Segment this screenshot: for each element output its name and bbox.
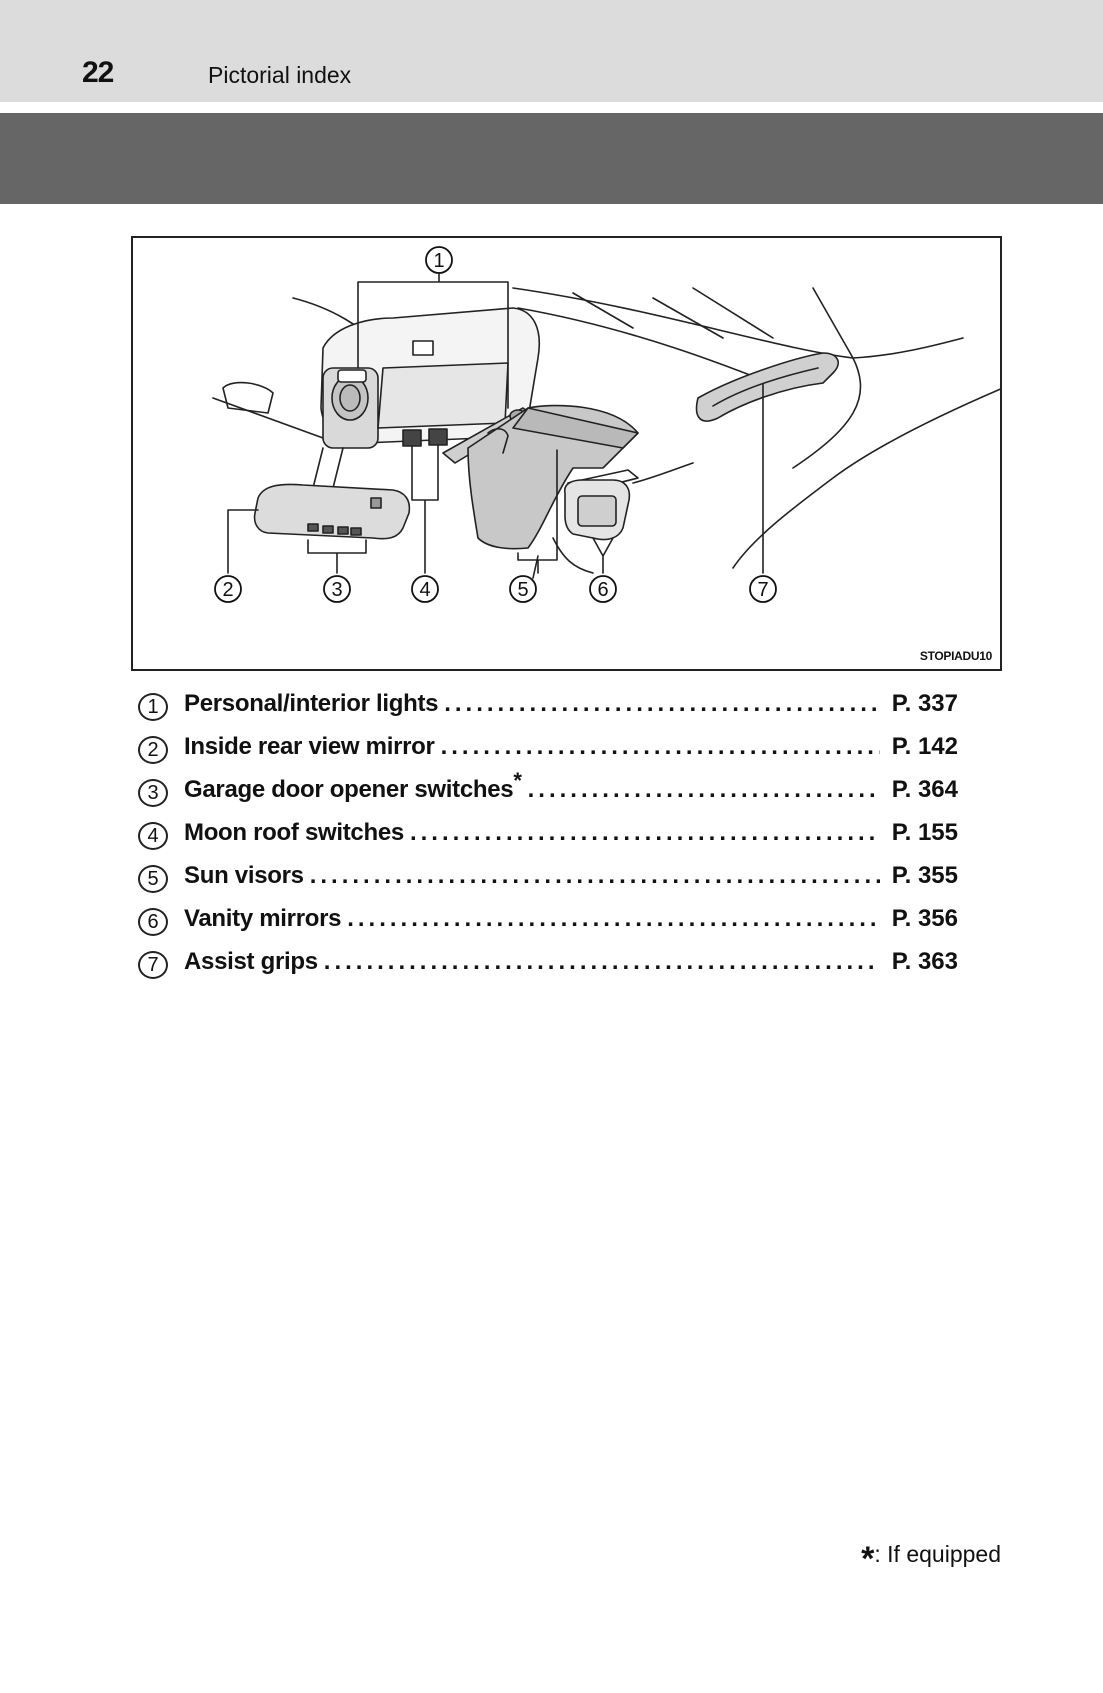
callout-6: 6 bbox=[597, 579, 608, 601]
item-label: Garage door opener switches* bbox=[184, 768, 522, 804]
item-label: Personal/interior lights bbox=[184, 690, 439, 717]
dot-leader: ........................................… bbox=[527, 776, 880, 803]
figure-code: STOPIADU10 bbox=[919, 649, 992, 663]
index-row: 2 Inside rear view mirror ..............… bbox=[138, 733, 958, 776]
page-reference[interactable]: P. 155 bbox=[891, 819, 958, 846]
index-row: 3 Garage door opener switches* .........… bbox=[138, 768, 958, 819]
callout-4: 4 bbox=[419, 579, 430, 601]
dot-leader: ........................................… bbox=[309, 862, 880, 889]
callout-3: 3 bbox=[331, 579, 342, 601]
callout-5: 5 bbox=[517, 579, 528, 601]
item-number: 6 bbox=[138, 908, 168, 936]
section-title: Pictorial index bbox=[208, 62, 352, 88]
page-reference[interactable]: P. 356 bbox=[891, 905, 958, 932]
page-reference[interactable]: P. 355 bbox=[891, 862, 958, 889]
header-band bbox=[0, 0, 1103, 102]
item-number: 4 bbox=[138, 822, 168, 850]
index-row: 4 Moon roof switches ...................… bbox=[138, 819, 958, 862]
page-reference[interactable]: P. 363 bbox=[891, 948, 958, 975]
dot-leader: ........................................… bbox=[444, 690, 880, 717]
item-label: Assist grips bbox=[184, 948, 318, 975]
item-label: Inside rear view mirror bbox=[184, 733, 435, 760]
footnote-text: : If equipped bbox=[874, 1541, 1001, 1567]
footnote-symbol: * bbox=[861, 1540, 875, 1578]
index-row: 5 Sun visors ...........................… bbox=[138, 862, 958, 905]
item-number: 7 bbox=[138, 951, 168, 979]
item-number: 3 bbox=[138, 779, 168, 807]
index-list: 1 Personal/interior lights .............… bbox=[138, 690, 958, 991]
page-reference[interactable]: P. 337 bbox=[891, 690, 958, 717]
callout-2: 2 bbox=[222, 579, 233, 601]
callout-7: 7 bbox=[757, 579, 768, 601]
index-row: 1 Personal/interior lights .............… bbox=[138, 690, 958, 733]
item-number: 5 bbox=[138, 865, 168, 893]
item-number: 1 bbox=[138, 693, 168, 721]
index-row: 7 Assist grips .........................… bbox=[138, 948, 958, 991]
figure-callouts: 1 2 3 4 5 6 7 bbox=[214, 246, 777, 603]
index-row: 6 Vanity mirrors .......................… bbox=[138, 905, 958, 948]
car-ceiling-drawing: 1 2 3 4 5 6 7 bbox=[212, 246, 1000, 603]
overhead-console-illustration: 1 2 3 4 5 6 7 STOPIADU10 bbox=[131, 236, 1002, 671]
footnote: *: If equipped bbox=[861, 1540, 1001, 1579]
item-label: Vanity mirrors bbox=[184, 905, 342, 932]
page-reference[interactable]: P. 364 bbox=[891, 776, 958, 803]
dot-leader: ........................................… bbox=[323, 948, 880, 975]
item-label: Sun visors bbox=[184, 862, 304, 889]
dot-leader: ........................................… bbox=[409, 819, 880, 846]
section-banner bbox=[0, 113, 1103, 204]
dot-leader: ........................................… bbox=[347, 905, 880, 932]
callout-1: 1 bbox=[433, 250, 444, 272]
page-number: 22 bbox=[82, 56, 114, 89]
item-number: 2 bbox=[138, 736, 168, 764]
item-label: Moon roof switches bbox=[184, 819, 404, 846]
dot-leader: ........................................… bbox=[440, 733, 880, 760]
page-reference[interactable]: P. 142 bbox=[891, 733, 958, 760]
